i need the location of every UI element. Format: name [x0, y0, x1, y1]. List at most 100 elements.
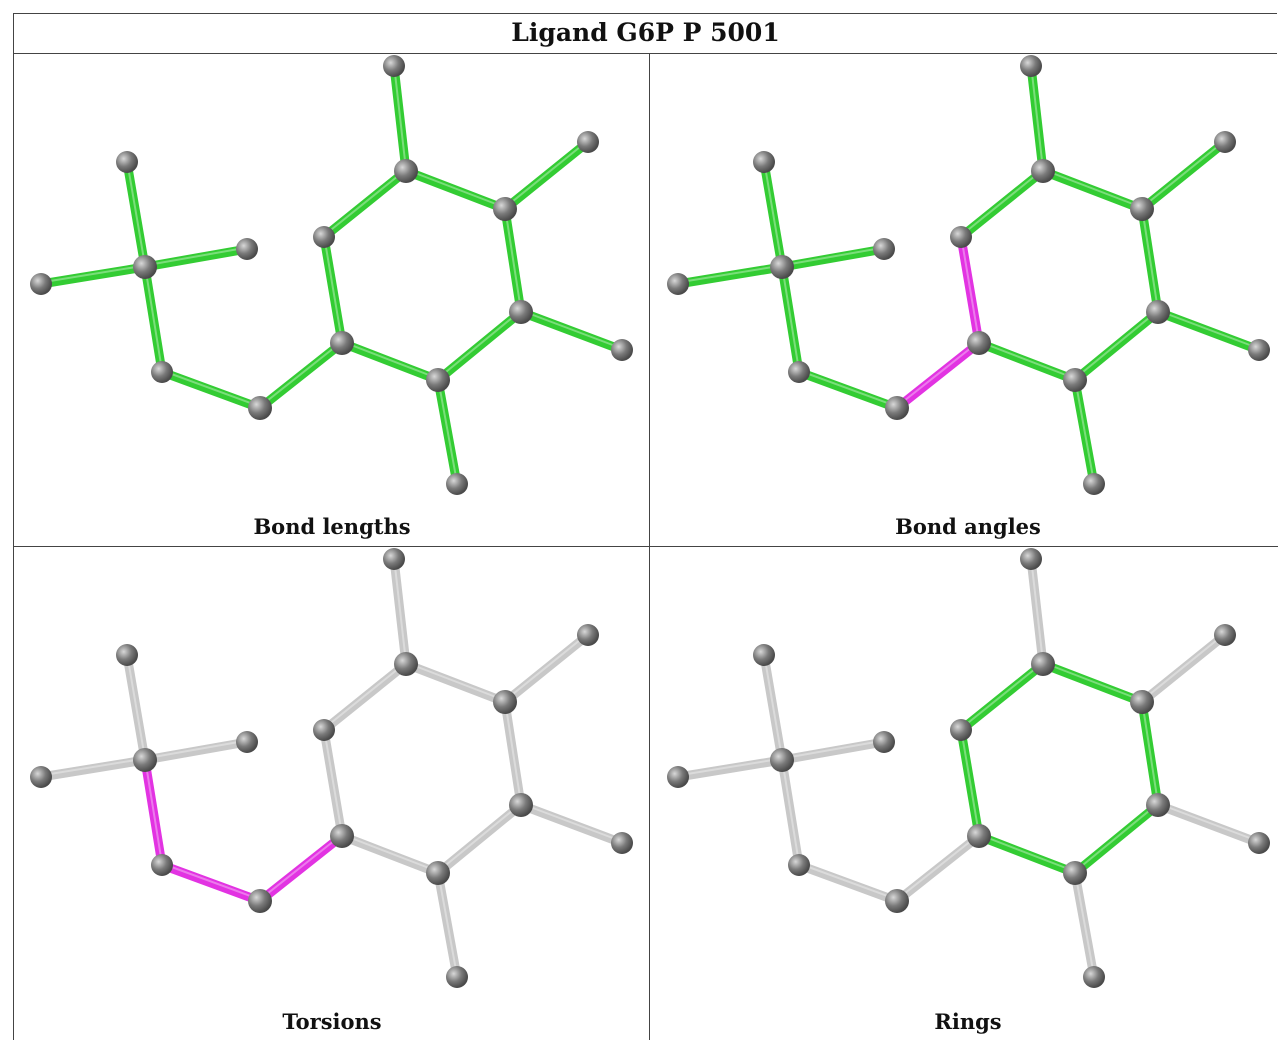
atom-rr: [1214, 624, 1236, 646]
bond-b1-b2: [794, 367, 902, 413]
bond-r5-r6: [433, 307, 526, 385]
bond-r1-r2: [956, 725, 984, 841]
bond-r6-rb: [1070, 375, 1099, 489]
bond-r4-rr: [500, 630, 593, 707]
atom-c: [133, 255, 157, 279]
molecule-rings: [667, 548, 1270, 988]
bond-r-c: [140, 737, 252, 765]
atom-r: [873, 238, 895, 260]
atom-r5: [509, 300, 533, 324]
bond-r5-rrr: [1153, 800, 1264, 848]
bond-r2-r3: [319, 659, 411, 735]
atom-r: [236, 731, 258, 753]
atom-r6: [426, 861, 450, 885]
bond-r6-r1: [337, 338, 443, 385]
bond-b2-r1: [255, 831, 347, 906]
bond-r4-r5: [500, 697, 526, 810]
atom-b2: [885, 889, 909, 913]
bond-t-c: [759, 650, 787, 765]
atom-rt: [1020, 55, 1042, 77]
atom-c: [133, 748, 157, 772]
bond-r3-rt: [1026, 61, 1048, 176]
atom-l: [30, 273, 52, 295]
panel-torsions: Torsions: [13, 547, 649, 1040]
bond-b1-b2: [157, 367, 265, 413]
molecule-bond-lengths: [30, 55, 633, 495]
atom-r4: [493, 690, 517, 714]
bond-r3-rt: [389, 554, 411, 669]
atom-t: [116, 151, 138, 173]
atom-rr: [577, 131, 599, 153]
bond-r3-rt: [389, 61, 411, 176]
atom-r: [873, 731, 895, 753]
caption-torsions: Torsions: [282, 1009, 382, 1034]
bond-r3-r4: [1038, 659, 1147, 707]
bond-b1-b2: [794, 860, 902, 906]
atom-rrr: [611, 339, 633, 361]
atom-r1: [967, 824, 991, 848]
atom-t: [116, 644, 138, 666]
atom-r5: [509, 793, 533, 817]
panel-bond-lengths: Bond lengths: [13, 54, 649, 547]
bond-r4-rr: [1137, 630, 1230, 707]
atom-b2: [248, 396, 272, 420]
atom-r2: [313, 719, 335, 741]
bond-l-c: [36, 755, 150, 782]
atom-l: [667, 273, 689, 295]
caption-bond-angles: Bond angles: [895, 514, 1041, 539]
atom-r3: [394, 652, 418, 676]
bond-r5-rrr: [1153, 307, 1264, 355]
bond-b2-r1: [255, 338, 347, 413]
bond-r5-r6: [433, 800, 526, 878]
bond-r6-rb: [1070, 868, 1099, 982]
bond-r4-rr: [1137, 137, 1230, 214]
atom-b1: [151, 854, 173, 876]
bond-r1-r2: [319, 232, 347, 348]
caption-rings: Rings: [934, 1009, 1002, 1034]
panel-rings: Rings: [649, 547, 1278, 1040]
atom-b1: [788, 361, 810, 383]
bond-l-c: [36, 262, 150, 289]
bond-r6-r1: [974, 831, 1080, 878]
atom-b1: [151, 361, 173, 383]
bond-c-b1: [140, 262, 167, 377]
atom-r2: [313, 226, 335, 248]
atom-rb: [446, 966, 468, 988]
bond-r2-r3: [319, 166, 411, 242]
atom-rb: [446, 473, 468, 495]
bond-r5-rrr: [516, 800, 627, 848]
atom-r6: [1063, 861, 1087, 885]
atom-rt: [1020, 548, 1042, 570]
atom-r6: [1063, 368, 1087, 392]
atom-r5: [1146, 300, 1170, 324]
caption-bond-lengths: Bond lengths: [253, 514, 411, 539]
atom-r3: [1031, 159, 1055, 183]
atom-rrr: [611, 832, 633, 854]
atom-rb: [1083, 966, 1105, 988]
molecule-torsions: [30, 548, 633, 988]
atom-b1: [788, 854, 810, 876]
bond-r5-rrr: [516, 307, 627, 355]
atom-rrr: [1248, 339, 1270, 361]
bond-r2-r3: [956, 166, 1048, 242]
bond-r4-r5: [500, 204, 526, 317]
bond-t-c: [122, 650, 150, 765]
bond-r5-r6: [1070, 307, 1163, 385]
bond-b1-b2: [157, 860, 265, 906]
atom-r1: [330, 331, 354, 355]
bond-r3-r4: [401, 659, 510, 707]
bond-r2-r3: [956, 659, 1048, 735]
atom-l: [30, 766, 52, 788]
atom-rr: [1214, 131, 1236, 153]
atom-rt: [383, 55, 405, 77]
atom-r4: [1130, 197, 1154, 221]
bond-r6-r1: [337, 831, 443, 878]
bond-c-b1: [140, 755, 167, 870]
bond-r4-r5: [1137, 697, 1163, 810]
bond-t-c: [759, 157, 787, 272]
bond-r1-r2: [319, 725, 347, 841]
panel-bond-angles: Bond angles: [649, 54, 1278, 547]
bond-t-c: [122, 157, 150, 272]
bond-c-b1: [777, 755, 804, 870]
